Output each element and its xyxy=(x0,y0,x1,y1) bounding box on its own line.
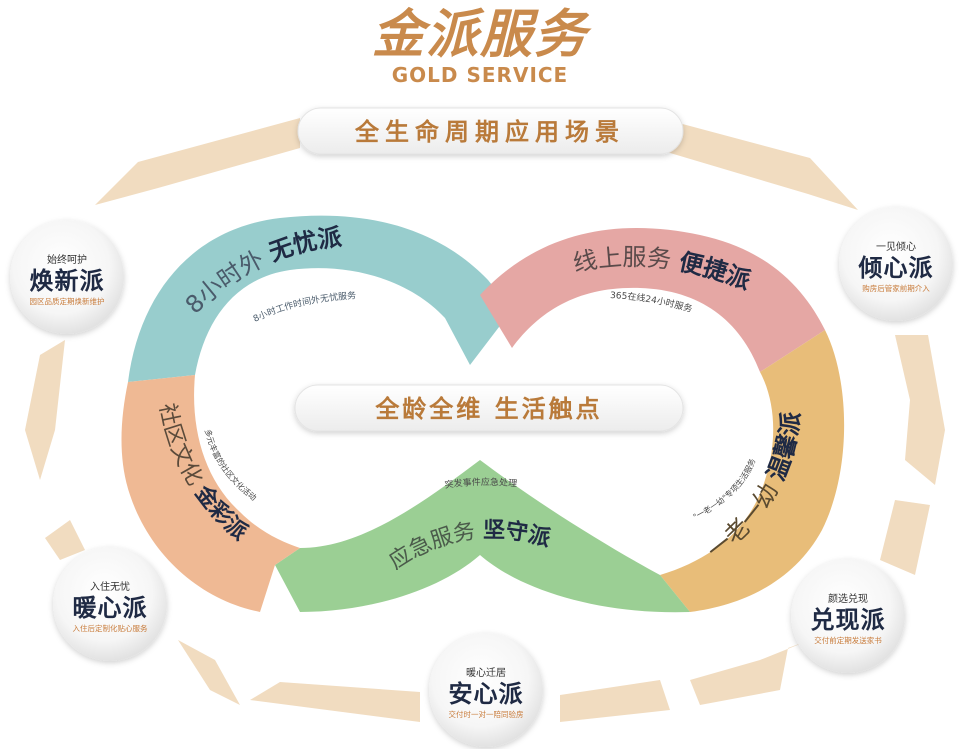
node-circle-huanxin xyxy=(10,220,124,334)
node-anxin: 暖心迁居 安心派 交付时一对一陪同验房 xyxy=(421,664,551,720)
segment-jianshou xyxy=(275,460,690,613)
node-nuanxin-top: 入住无忧 xyxy=(90,582,130,593)
node-duixian-title: 兑现派 xyxy=(810,606,886,634)
node-nuanxin-sub: 入住后定制化贴心服务 xyxy=(72,624,148,633)
node-circles xyxy=(10,207,953,747)
segment-jincai xyxy=(121,375,300,612)
node-circle-anxin xyxy=(429,633,543,747)
outer-ring xyxy=(25,118,945,722)
wuyou-sub: 8小时工作时间外无忧服务 xyxy=(252,289,356,324)
node-duixian-top: 颜选兑现 xyxy=(828,594,868,605)
node-nuanxin-title: 暖心派 xyxy=(72,594,148,622)
node-duixian: 颜选兑现 兑现派 交付前定期发送家书 xyxy=(783,590,913,646)
loop-segments xyxy=(121,215,845,613)
node-anxin-top: 暖心迁居 xyxy=(466,668,506,679)
node-qingxin: 一见倾心 倾心派 购房后管家前期介入 xyxy=(831,238,960,294)
node-huanxin: 始终呵护 焕新派 园区品质定期焕新维护 xyxy=(2,251,132,307)
node-anxin-title: 安心派 xyxy=(448,680,524,708)
brand-title-cn: 金派服务 xyxy=(372,5,592,65)
segment-wuyou xyxy=(128,215,512,382)
node-huanxin-sub: 园区品质定期焕新维护 xyxy=(29,297,105,306)
center-banner-text: 全龄全维 生活触点 xyxy=(374,395,602,423)
node-huanxin-top: 始终呵护 xyxy=(47,255,87,266)
node-qingxin-sub: 购房后管家前期介入 xyxy=(862,284,930,293)
brand-title-en: GOLD SERVICE xyxy=(392,63,568,87)
center-banner xyxy=(294,384,684,432)
svg-text:8小时工作时间外无忧服务: 8小时工作时间外无忧服务 xyxy=(252,289,356,324)
segment-bianjie xyxy=(480,228,825,372)
node-qingxin-top: 一见倾心 xyxy=(876,242,916,253)
node-circle-nuanxin xyxy=(53,547,167,661)
scene-banner-text: 全生命周期应用场景 xyxy=(354,118,625,146)
node-anxin-sub: 交付时一对一陪同验房 xyxy=(448,710,524,719)
node-duixian-sub: 交付前定期发送家书 xyxy=(814,636,882,645)
segment-wenxin xyxy=(660,330,845,612)
node-qingxin-title: 倾心派 xyxy=(858,254,934,282)
node-circle-qingxin xyxy=(839,207,953,321)
node-nuanxin: 入住无忧 暖心派 入住后定制化贴心服务 xyxy=(45,578,175,634)
node-huanxin-title: 焕新派 xyxy=(29,267,105,295)
scene-banner xyxy=(297,107,684,155)
node-circle-duixian xyxy=(791,559,905,673)
